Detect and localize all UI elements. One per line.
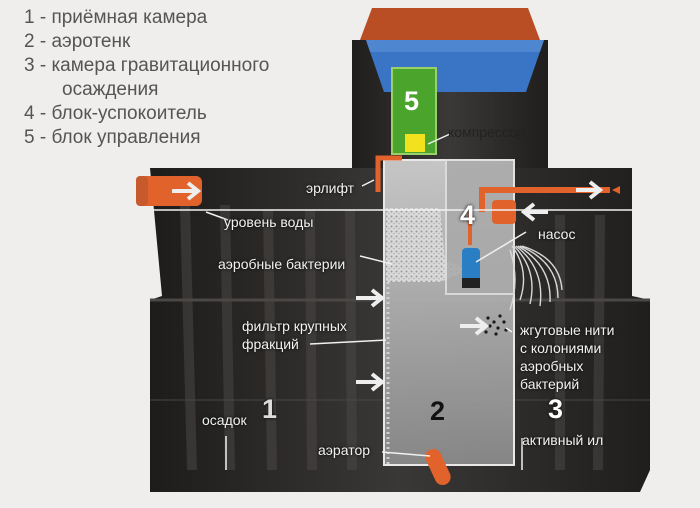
pump-unit — [462, 200, 516, 288]
bacteria-dots — [484, 314, 508, 336]
label-airlift: эрлифт — [306, 180, 355, 196]
number-4: 4 — [460, 200, 476, 230]
number-2: 2 — [430, 396, 446, 426]
legend-item: 5 - блок управления — [24, 127, 201, 148]
label-strings-line4: бактерий — [520, 376, 580, 392]
aerator — [425, 449, 451, 485]
label-strings-line3: аэробных — [520, 358, 584, 374]
legend-item: 1 - приёмная камера — [24, 7, 208, 28]
label-strings-line2: с колониями — [520, 340, 602, 356]
outlet-pipe — [479, 186, 620, 212]
label-strings-line1: жгутовые нити — [520, 322, 615, 338]
legend-item: 3 - камера гравитационного — [24, 55, 270, 76]
label-aerator: аэратор — [318, 442, 371, 458]
label-sediment: осадок — [202, 412, 247, 428]
legend-item: осаждения — [62, 79, 159, 100]
tank-lid — [360, 8, 544, 92]
inlet-pipe — [136, 176, 202, 206]
legend-item: 4 - блок-успокоитель — [24, 103, 207, 124]
label-aerobic-bacteria: аэробные бактерии — [218, 256, 346, 272]
legend-item: 2 - аэротенк — [24, 31, 131, 52]
number-1: 1 — [262, 394, 278, 424]
flow-arrows — [172, 180, 604, 392]
label-active-sludge: активный ил — [522, 432, 604, 448]
control-unit — [391, 67, 437, 155]
number-5: 5 — [404, 86, 420, 116]
label-compressor: компрессор — [448, 124, 525, 140]
label-filter-line1: фильтр крупных — [242, 318, 347, 334]
number-3: 3 — [548, 394, 564, 424]
label-filter-line2: фракций — [242, 336, 299, 352]
legend: 1 - приёмная камера 2 - аэротенк 3 - кам… — [24, 6, 269, 150]
label-pump: насос — [538, 226, 576, 242]
fiber-strings — [509, 245, 563, 311]
label-water-level: уровень воды — [224, 214, 314, 230]
callout-lines — [205, 133, 527, 470]
airlift-pipe — [375, 155, 402, 192]
